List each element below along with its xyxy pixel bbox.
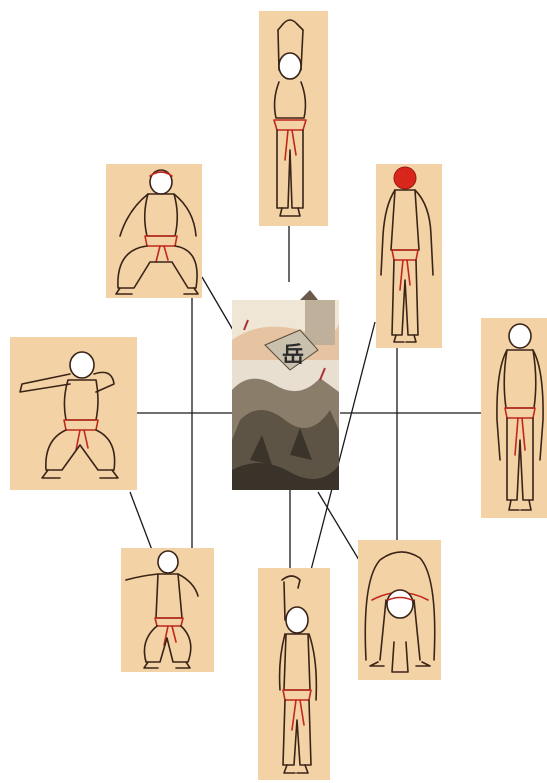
center-battle-image: 岳 xyxy=(232,290,339,490)
figure-horse-stance-push-icon xyxy=(10,337,137,490)
figure-squat-hands-knees-icon xyxy=(106,164,202,298)
banner-character: 岳 xyxy=(282,342,304,368)
figure-one-arm-raised-icon xyxy=(258,568,330,780)
figure-standing-arms-down-icon xyxy=(481,318,547,518)
figure-forward-bend-icon xyxy=(358,540,441,680)
figure-arms-raised-icon xyxy=(259,11,328,226)
figure-standing-red-head-icon xyxy=(376,164,442,348)
figure-low-stance-twist-icon xyxy=(121,548,214,672)
